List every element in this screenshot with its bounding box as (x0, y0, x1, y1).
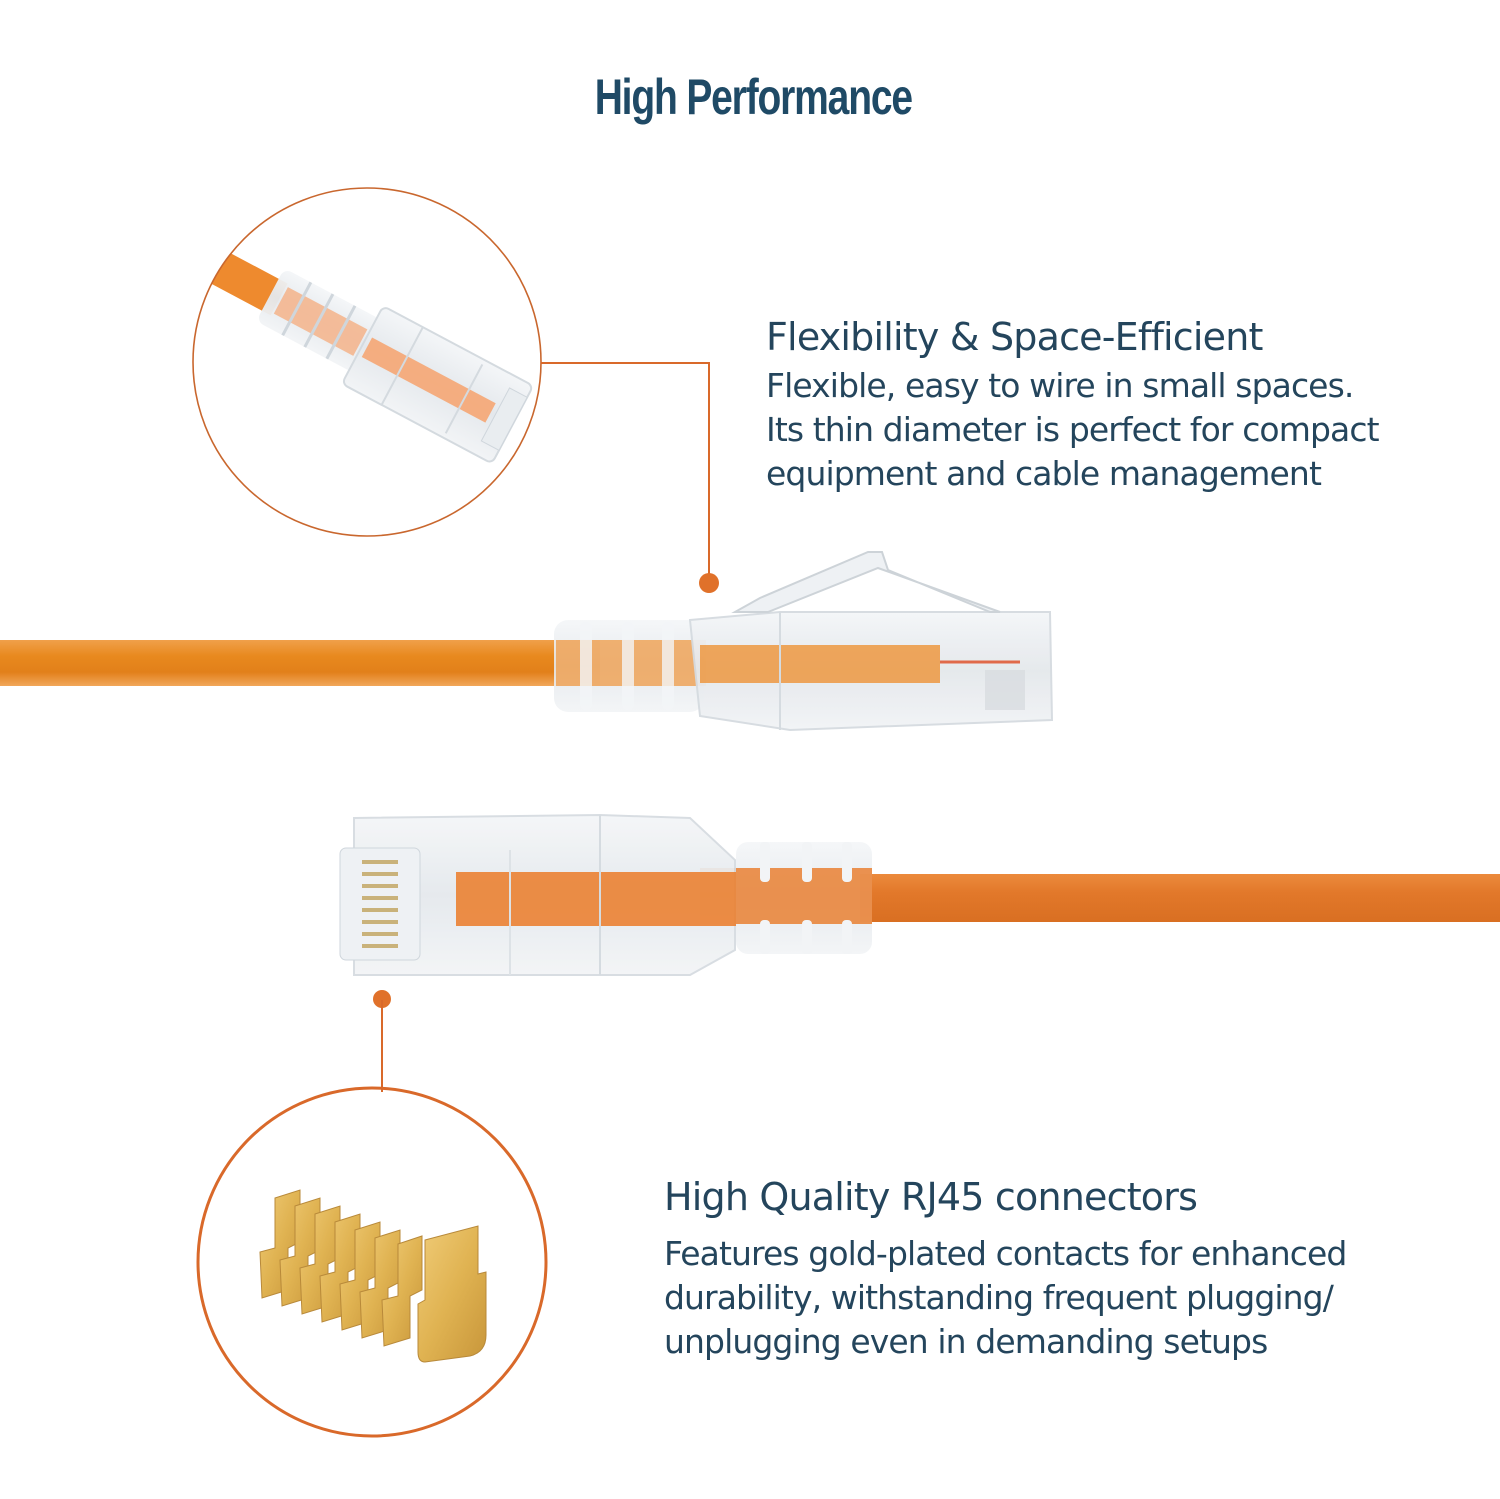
gold-contacts-circle (196, 1086, 548, 1438)
feature-heading: High Quality RJ45 connectors (664, 1175, 1198, 1219)
callout-line-top (541, 362, 719, 593)
connector-closeup-circle (192, 187, 542, 537)
feature-rj45-connectors: High Quality RJ45 connectors Features go… (664, 1172, 1347, 1364)
feature-flexibility: Flexibility & Space-Efficient Flexible, … (766, 312, 1380, 496)
top-cable-connector (0, 551, 1054, 732)
feature-heading: Flexibility & Space-Efficient (766, 315, 1263, 359)
page-title: High Performance (594, 69, 913, 125)
bottom-cable-connector (339, 813, 1500, 976)
gold-contacts-icon (259, 1189, 487, 1363)
callout-line-bottom (373, 990, 391, 1092)
feature-description: Flexible, easy to wire in small spaces. … (766, 366, 1380, 493)
feature-description: Features gold-plated contacts for enhanc… (664, 1234, 1347, 1361)
